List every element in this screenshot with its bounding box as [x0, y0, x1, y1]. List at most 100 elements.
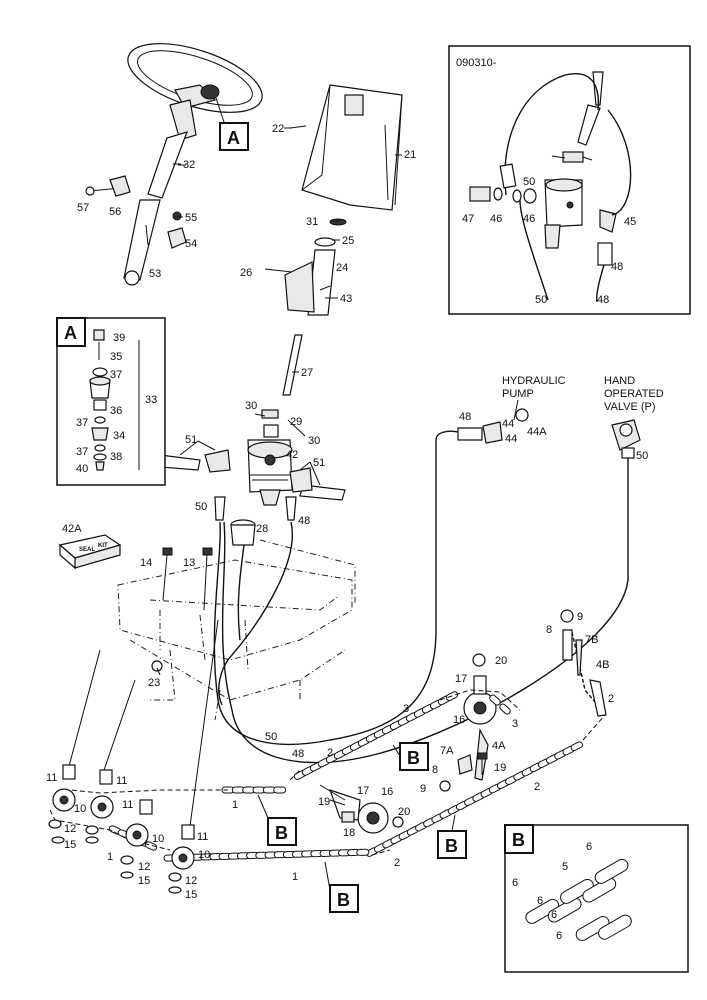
part-label-51a: 51	[185, 434, 197, 446]
part-label-48c: 48	[292, 748, 304, 760]
chain-2-lower-right	[365, 741, 583, 857]
part-label-2b: 2	[327, 747, 333, 759]
part-label-2d: 2	[394, 857, 400, 869]
part-label-51b: 51	[313, 457, 325, 469]
part-label-30b: 30	[308, 435, 320, 447]
callout-a-letter: A	[227, 128, 240, 148]
part-label-15b: 15	[138, 875, 150, 887]
seal-kit-text-2: KIT	[98, 543, 108, 549]
part-label-15a: 15	[64, 839, 76, 851]
part-label-25: 25	[342, 235, 354, 247]
part-label-48a: 48	[298, 515, 310, 527]
part-label-8b: 8	[432, 764, 438, 776]
part-label-10b: 10	[152, 833, 164, 845]
part-label-42A: 42A	[62, 523, 82, 535]
part-label-21: 21	[404, 149, 416, 161]
callout-b-1: B	[392, 742, 429, 771]
part-label-7B: 7B	[585, 634, 598, 646]
inset-b-label-6e: 6	[556, 930, 562, 942]
inset-label-48a: 48	[611, 261, 623, 273]
part-label-4A: 4A	[492, 740, 506, 752]
part-label-27: 27	[301, 367, 313, 379]
part-label-57: 57	[77, 202, 89, 214]
chain-link	[356, 848, 370, 856]
hose-fitting-50	[214, 496, 226, 521]
steering-valve	[159, 409, 346, 506]
part-label-44-pump: 44	[502, 418, 514, 430]
inset-a-label-33: 33	[145, 394, 157, 406]
chain-1-middle	[221, 786, 287, 794]
callout-b-2: B	[257, 794, 297, 846]
valve-text-3: VALVE (P)	[604, 401, 656, 413]
sprocket-lower	[329, 789, 404, 834]
part-label-30a: 30	[245, 400, 257, 412]
steering-column-upper	[147, 99, 197, 199]
inset-a-label-36: 36	[110, 405, 122, 417]
part-label-3a: 3	[403, 703, 409, 715]
part-label-29: 29	[290, 416, 302, 428]
valve-text-2: OPERATED	[604, 388, 664, 400]
valve-annotation: HAND OPERATED VALVE (P)	[604, 375, 664, 413]
part-label-15c: 15	[185, 889, 197, 901]
inset-label-48b: 48	[597, 294, 609, 306]
chain-link	[489, 694, 501, 706]
frame-bolts	[151, 547, 213, 672]
part-label-1b: 1	[232, 799, 238, 811]
inset-a-knob-parts: A 39 35 37 33 36 37 34 37 38 40	[56, 317, 166, 486]
valve-fitting	[611, 419, 641, 459]
pump-annotation: HYDRAULIC PUMP	[502, 375, 566, 421]
inset-a-label-40: 40	[76, 463, 88, 475]
chain-link	[273, 786, 287, 794]
part-label-11c: 11	[122, 799, 133, 811]
mount-bracket	[289, 84, 403, 211]
inset-b-label-6b: 6	[512, 877, 518, 889]
part-label-17b: 17	[357, 785, 369, 797]
inset-b-label-5: 5	[562, 861, 568, 873]
callout-b-2-letter: B	[275, 823, 288, 843]
chain-links-dashed	[49, 619, 606, 856]
part-label-32: 32	[183, 159, 195, 171]
part-label-16a: 16	[453, 714, 465, 726]
callout-b-3: B	[437, 814, 467, 859]
inset-b-label-6d: 6	[551, 909, 557, 921]
part-label-16b: 16	[381, 786, 393, 798]
part-label-10c: 10	[198, 849, 210, 861]
part-label-7A: 7A	[440, 745, 454, 757]
inset-a-letter: A	[64, 323, 77, 343]
bushing-28	[230, 519, 256, 546]
leader-lines	[156, 127, 402, 676]
part-label-9b: 9	[420, 783, 426, 795]
callout-a: A	[219, 122, 249, 151]
pump-text-1: HYDRAULIC	[502, 375, 566, 387]
inset-b-letter: B	[512, 830, 525, 850]
chassis-frame	[117, 539, 356, 721]
seal-kit-text-1: SEAL	[79, 547, 95, 553]
part-label-54: 54	[185, 238, 197, 250]
chain-link	[570, 741, 583, 752]
chain-strands	[108, 691, 583, 862]
callout-b-4-letter: B	[337, 890, 350, 910]
inset-label-46a: 46	[490, 213, 502, 225]
part-label-11b: 11	[116, 775, 127, 787]
chain-1-bottom	[163, 848, 370, 862]
inset-a-label-39: 39	[113, 332, 125, 344]
part-label-50a: 50	[195, 501, 207, 513]
chain-3-upper	[293, 691, 459, 780]
part-label-50b: 50	[636, 450, 648, 462]
part-label-14: 14	[140, 557, 152, 569]
hose-fitting-48	[285, 496, 297, 521]
inset-code: 090310-	[456, 57, 497, 69]
part-label-50c: 50	[265, 731, 277, 743]
part-label-48b: 48	[459, 411, 471, 423]
steering-wheel	[127, 43, 263, 126]
part-label-44: 44	[505, 433, 517, 445]
part-label-1c: 1	[292, 871, 298, 883]
part-label-10a: 10	[74, 803, 86, 815]
inset-label-47: 47	[462, 213, 474, 225]
part-label-2c: 2	[534, 781, 540, 793]
inset-label-50b: 50	[535, 294, 547, 306]
inset-a-label-38: 38	[110, 451, 122, 463]
part-label-22: 22	[272, 123, 284, 135]
inset-a-label-37a: 37	[110, 369, 122, 381]
inset-hydraulic-valve: 090310- 50 47 46 46 45 48 50 48	[448, 45, 691, 315]
